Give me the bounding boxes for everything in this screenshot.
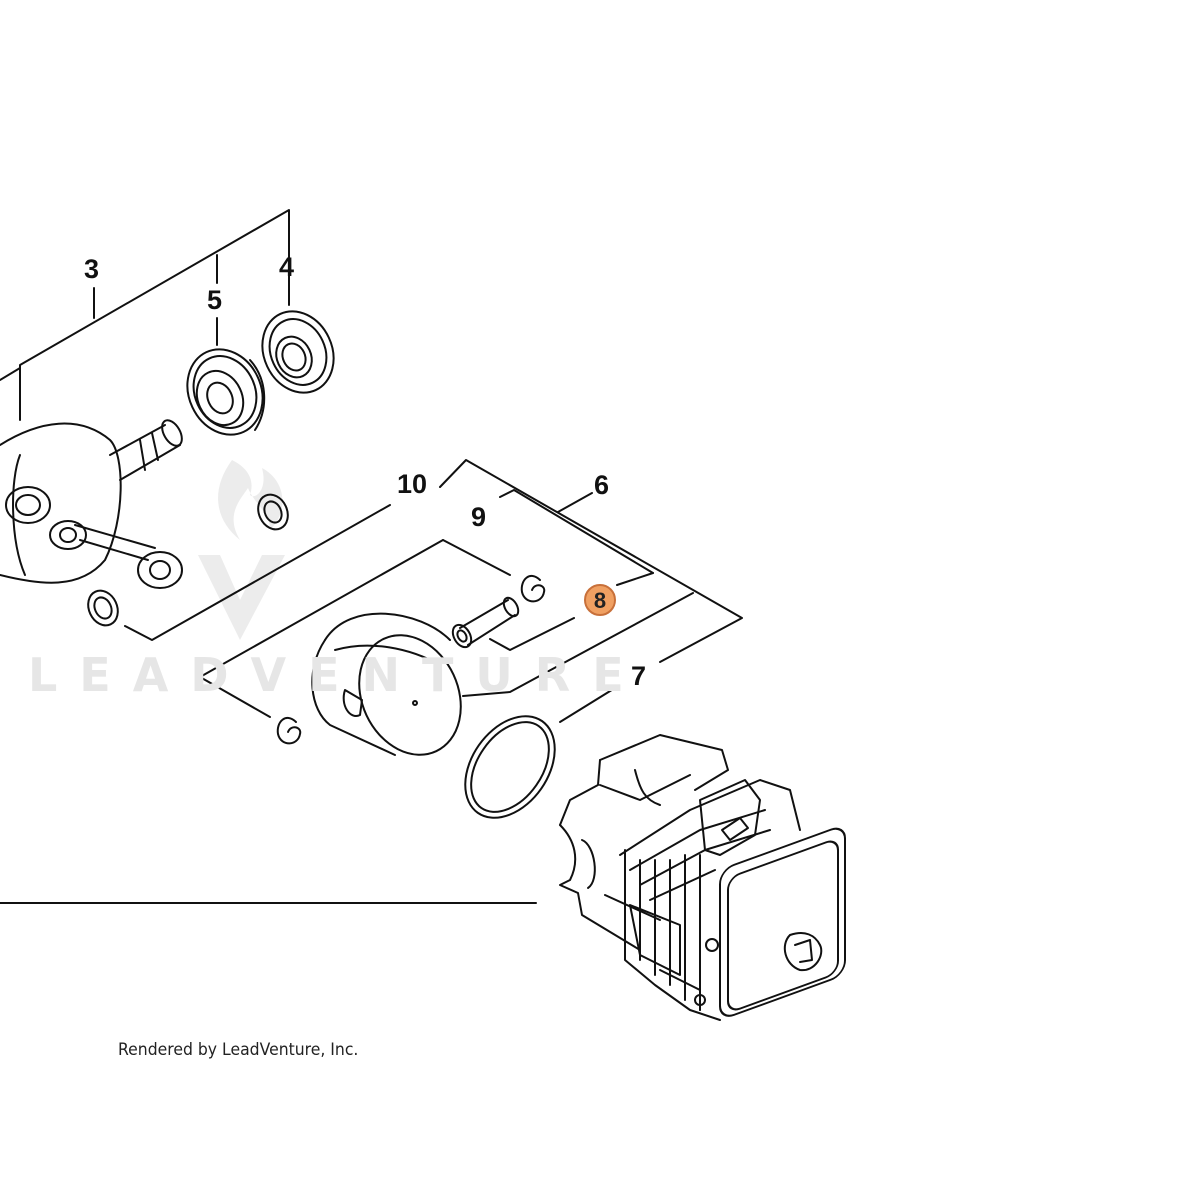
watermark-logo-icon xyxy=(198,460,285,640)
render-credit: Rendered by LeadVenture, Inc. xyxy=(118,1040,359,1060)
leader-lines xyxy=(0,209,743,904)
callout-10[interactable]: 10 xyxy=(397,469,428,499)
callout-8-highlighted[interactable]: 8 xyxy=(584,584,616,616)
callout-9[interactable]: 9 xyxy=(471,502,487,532)
cylinder xyxy=(559,734,846,1021)
crankshaft xyxy=(0,419,183,589)
bearing-5 xyxy=(186,348,266,436)
needle-bearing-upper xyxy=(257,493,289,531)
circlip-upper xyxy=(520,574,546,603)
callout-4[interactable]: 4 xyxy=(279,252,295,282)
callout-3[interactable]: 3 xyxy=(84,254,100,284)
watermark-text: LEADVENTURE xyxy=(28,648,646,702)
piston-pin xyxy=(451,596,520,649)
circlip-lower xyxy=(276,716,302,745)
seal-4 xyxy=(261,310,335,394)
callout-6[interactable]: 6 xyxy=(594,470,610,500)
piston xyxy=(311,612,462,756)
callout-7[interactable]: 7 xyxy=(631,661,647,691)
piston-ring xyxy=(464,715,556,819)
needle-bearing-lower xyxy=(87,589,119,627)
callout-5[interactable]: 5 xyxy=(207,285,223,315)
